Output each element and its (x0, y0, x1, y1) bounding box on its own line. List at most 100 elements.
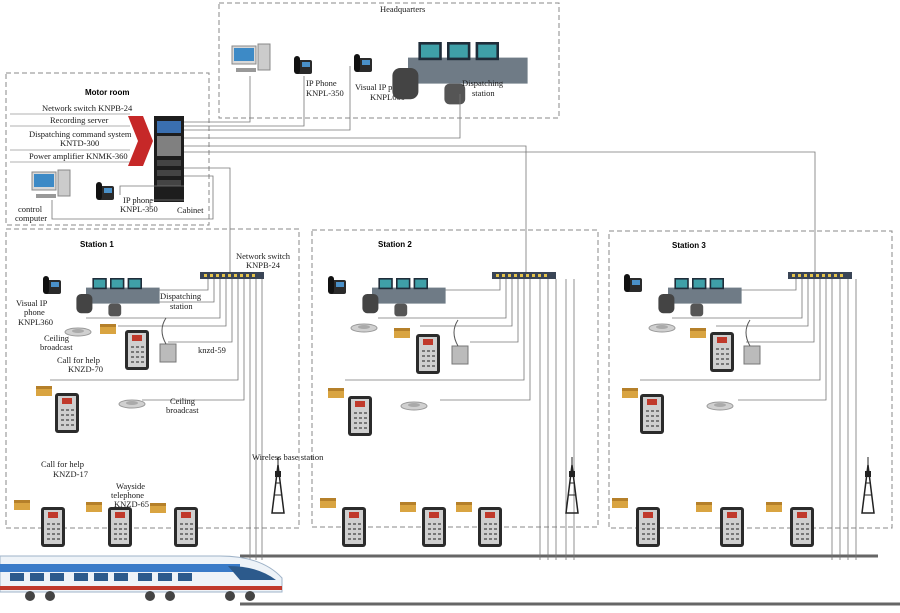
s1-dispatch-icon (76, 278, 160, 317)
hq-visual-phone-icon (354, 54, 372, 72)
station1-box (5, 228, 300, 529)
motor-item-kntd: KNTD-300 (60, 138, 99, 148)
s1-box3-icon (14, 500, 30, 510)
s2-wayside-intercom-2 (422, 507, 446, 547)
s2-box5-icon (456, 502, 472, 512)
s3-ceiling-speaker2-icon (706, 401, 734, 411)
s1-switch-label-1: Network switch (236, 251, 291, 261)
s3-box4-icon (696, 502, 712, 512)
s3-switch-icon (788, 272, 852, 279)
control-computer-label-2: computer (15, 213, 47, 223)
s1-box5-icon (150, 503, 166, 513)
hq-ip-phone-label-1: IP Phone (306, 78, 337, 88)
s1-call70-label-1: Call for help (57, 355, 100, 365)
s1-dispatch-label-2: station (170, 301, 193, 311)
s1-ceiling-speaker2-icon (118, 399, 146, 409)
s1-ceiling-a-label-2: broadcast (40, 342, 73, 352)
motor-ip-phone-label-2: KNPL-350 (120, 204, 158, 214)
station2-devices (320, 272, 579, 560)
s1-visual-phone-icon (43, 276, 61, 294)
headquarters-box: Headquarters IP Phone KNPL-350 Visual IP… (218, 2, 560, 119)
s2-wayside-intercom-1 (342, 507, 366, 547)
s1-wayside-label-3: KNZD-65 (114, 499, 149, 509)
s2-visual-phone-icon (328, 276, 346, 294)
s1-knzd59-label: knzd-59 (198, 345, 226, 355)
s3-phone-icon (743, 319, 761, 365)
s3-call2-intercom-icon (640, 394, 664, 434)
s1-wayside-label-1: Wayside (116, 481, 145, 491)
s2-amp-box-icon (394, 328, 410, 338)
s2-ceiling-speaker2-icon (400, 401, 428, 411)
hq-dispatch-label-1: Dispatching (462, 78, 504, 88)
hq-visual-phone-label-1: Visual IP phone (355, 82, 409, 92)
s1-knzd59-phone-icon (159, 317, 177, 363)
s1-ceiling-b-label-2: broadcast (166, 405, 199, 415)
s3-box5-icon (766, 502, 782, 512)
station3-devices (612, 272, 875, 560)
s1-ceiling-a-label-1: Ceiling (44, 333, 70, 343)
s2-box3-icon (320, 498, 336, 508)
s1-ceiling-b-label-1: Ceiling (170, 396, 196, 406)
motor-item-switch: Network switch KNPB-24 (42, 103, 133, 113)
s3-ceiling-speaker-icon (648, 323, 676, 333)
s1-visual-label-1: Visual IP (16, 298, 48, 308)
cabinet-label: Cabinet (177, 205, 204, 215)
s1-call17-label-2: KNZD-17 (53, 469, 88, 479)
s2-wayside-intercom-3 (478, 507, 502, 547)
s2-phone-icon (451, 319, 469, 365)
s3-wireless-tower-icon (861, 456, 875, 514)
s3-box2-icon (622, 388, 638, 398)
s2-box4-icon (400, 502, 416, 512)
headquarters-title: Headquarters (380, 4, 425, 14)
s2-dispatch-icon (362, 278, 446, 317)
motor-item-amplifier: Power amplifier KNMK-360 (29, 151, 128, 161)
motor-room-box: Motor room Network switch KNPB-24 Record… (5, 72, 210, 226)
s2-call2-intercom-icon (348, 396, 372, 436)
s1-switch-icon (200, 272, 264, 279)
s1-box4-icon (86, 502, 102, 512)
control-computer-icon (31, 169, 71, 199)
station2-box (311, 229, 599, 528)
s1-dispatch-label-1: Dispatching (160, 291, 202, 301)
s1-call70-intercom-icon (125, 330, 149, 370)
motor-item-dispatch: Dispatching command system (29, 129, 132, 139)
station1-title: Station 1 (80, 240, 114, 249)
arrow-icon (128, 116, 153, 166)
s1-wayside-label-2: telephone (111, 490, 144, 500)
cabinet-icon (154, 116, 184, 202)
s1-wireless-tower-icon (271, 456, 285, 514)
s1-wayside-intercom-2 (108, 507, 132, 547)
s1-wayside-intercom-3 (174, 507, 198, 547)
station1-devices: Network switch KNPB-24 Visual IP phone K… (14, 251, 324, 560)
motor-room-title: Motor room (85, 88, 129, 97)
s3-wayside-intercom-2 (720, 507, 744, 547)
backbone-wires (51, 66, 816, 272)
s3-amp-box-icon (690, 328, 706, 338)
motor-ip-phone-icon (96, 182, 114, 200)
s1-call17-label-1: Call for help (41, 459, 84, 469)
s1-visual-label-3: KNPL360 (18, 317, 53, 327)
s2-wireless-tower-icon (565, 456, 579, 514)
s3-call-intercom-icon (710, 332, 734, 372)
s3-wayside-intercom-1 (636, 507, 660, 547)
hq-dispatch-label-2: station (472, 88, 495, 98)
s1-switch-label-2: KNPB-24 (246, 260, 281, 270)
hq-ip-phone-icon (294, 56, 312, 74)
s3-dispatch-icon (658, 278, 742, 317)
hq-computer-icon (231, 43, 271, 73)
s3-wayside-intercom-3 (790, 507, 814, 547)
s2-ceiling-speaker-icon (350, 323, 378, 333)
s2-switch-icon (492, 272, 556, 279)
motor-ip-phone-label-1: IP phone (123, 195, 153, 205)
s2-call-intercom-icon (416, 334, 440, 374)
motor-item-recording: Recording server (50, 115, 108, 125)
s1-wayside-intercom-1 (41, 507, 65, 547)
s1-call17-intercom-icon (55, 393, 79, 433)
hq-ip-phone-label-2: KNPL-350 (306, 88, 344, 98)
hq-visual-phone-label-2: KNPL600 (370, 92, 405, 102)
wireless-base-station-label: Wireless base station (252, 452, 324, 462)
station2-title: Station 2 (378, 240, 412, 249)
control-computer-label-1: control (18, 204, 43, 214)
